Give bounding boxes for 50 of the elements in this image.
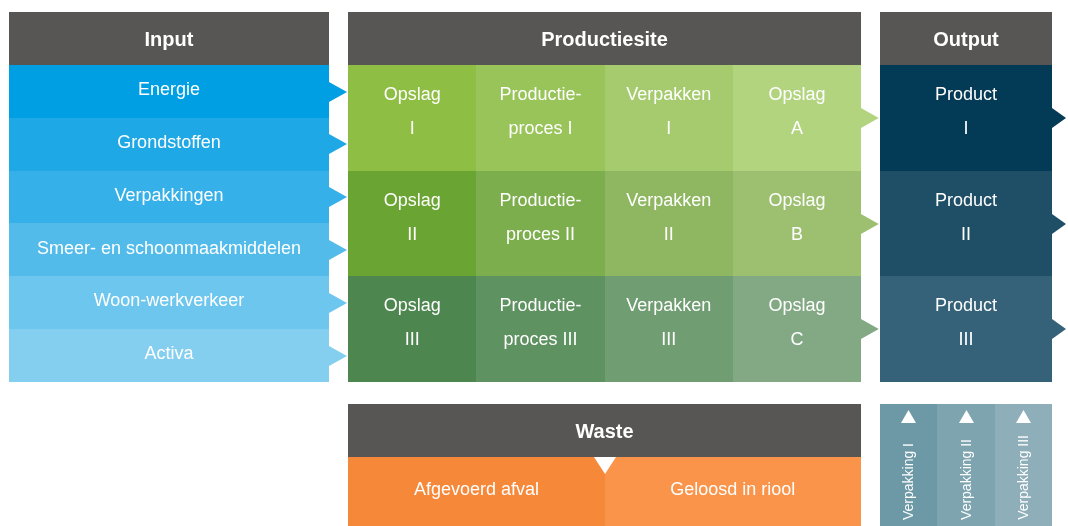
input-cell: Woon-werkverkeer [9, 276, 329, 330]
arrow [1052, 108, 1066, 129]
process-cell: Verpakken I [604, 65, 733, 172]
process-cell: Verpakken III [604, 276, 733, 383]
process-cell: Opslag C [732, 276, 862, 383]
process-cell: Productie- proces III [476, 276, 605, 383]
waste-cell: Geloosd in riool [604, 457, 861, 526]
process-cell: Opslag A [732, 65, 862, 172]
process-cell: Opslag B [732, 170, 862, 277]
arrow [1052, 213, 1066, 234]
input-cell: Energie [9, 65, 329, 119]
packaging-cell: Verpakking I [880, 404, 938, 526]
input-panel [9, 12, 329, 382]
arrow [861, 108, 879, 129]
input-cell: Grondstoffen [9, 117, 329, 172]
input-cell: Verpakkingen [9, 170, 329, 224]
input-cell: Smeer- en schoonmaakmiddelen [9, 223, 329, 277]
product-cell: Product I [880, 65, 1052, 172]
process-cell: Verpakken II [604, 170, 733, 277]
panel-heading: Input [144, 26, 194, 52]
arrow [329, 134, 347, 155]
arrow [1052, 319, 1066, 340]
arrow [329, 240, 347, 261]
arrow [901, 410, 917, 423]
arrow [329, 345, 347, 366]
process-cell: Opslag II [348, 170, 477, 277]
product-cell: Product III [880, 276, 1052, 383]
process-cell: Productie- proces II [476, 170, 605, 277]
arrow [861, 319, 879, 340]
arrow [329, 293, 347, 313]
waste-panel [348, 404, 861, 526]
packaging-cell: Verpakking III [994, 404, 1053, 526]
arrow [329, 81, 347, 102]
product-cell: Product II [880, 170, 1052, 277]
panel-heading: Waste [575, 418, 634, 444]
output-panel [880, 12, 1052, 382]
panel-heading: Output [933, 26, 999, 52]
production-panel [348, 12, 861, 382]
arrow [593, 457, 616, 474]
process-cell: Opslag III [348, 276, 477, 383]
process-cell: Opslag I [348, 65, 477, 172]
panel-heading: Productiesite [541, 26, 668, 52]
arrow [1015, 410, 1031, 423]
arrow [958, 410, 974, 423]
packaging-cell: Verpakking II [937, 404, 995, 526]
arrow [861, 213, 879, 234]
arrow [329, 187, 347, 208]
input-cell: Activa [9, 329, 329, 383]
waste-cell: Afgevoerd afval [348, 457, 605, 526]
process-cell: Productie- proces I [476, 65, 605, 172]
